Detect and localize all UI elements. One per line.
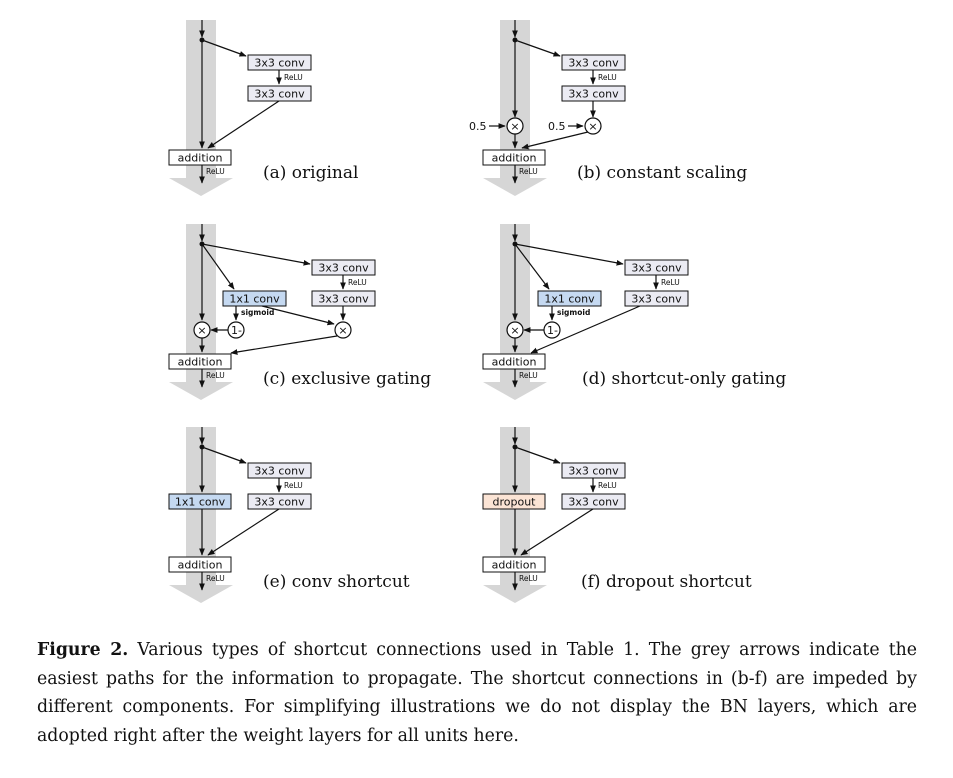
relu-out-label: ReLU: [519, 167, 538, 176]
grey-path-arrowhead: [169, 382, 233, 400]
addition-box: [168, 556, 232, 573]
conv2-label: 3x3 conv: [254, 88, 305, 101]
conv2-box: [561, 493, 626, 510]
relu-out-label: ReLU: [519, 574, 538, 583]
panel-d: 3x3 conv ReLU 3x3 conv 1x1 conv sigmoid …: [482, 224, 786, 400]
times-symbol: ×: [588, 120, 597, 133]
gate-conv-box: [222, 290, 287, 307]
relu-out-label: ReLU: [206, 574, 225, 583]
grey-path-arrowhead: [483, 178, 547, 196]
addition-box: [168, 149, 232, 166]
relu-mid-label: ReLU: [284, 481, 303, 490]
addition-label: addition: [178, 356, 223, 369]
dropout-label: dropout: [493, 496, 537, 509]
gate-conv-label: 1x1 conv: [229, 293, 280, 306]
panel-caption: (d) shortcut-only gating: [582, 369, 786, 389]
panel-a: 3x3 conv ReLU 3x3 conv addition ReLU (a)…: [168, 20, 358, 196]
conv2-box: [624, 290, 689, 307]
addition-label: addition: [178, 559, 223, 572]
conv1-label: 3x3 conv: [254, 465, 305, 478]
panel-caption: (b) constant scaling: [577, 163, 747, 183]
times-symbol: ×: [510, 120, 519, 133]
figure-caption-text: Various types of shortcut connections us…: [37, 640, 917, 746]
relu-mid-label: ReLU: [598, 481, 617, 490]
scale-factor-shortcut: 0.5: [469, 120, 487, 133]
conv2-box: [247, 85, 312, 102]
times-symbol: ×: [338, 324, 347, 337]
figure-caption: Figure 2. Various types of shortcut conn…: [37, 636, 917, 750]
conv2-label: 3x3 conv: [568, 88, 619, 101]
addition-label: addition: [492, 356, 537, 369]
times-symbol: ×: [197, 324, 206, 337]
multiply-node-branch: [584, 117, 602, 135]
grey-path-arrowhead: [483, 585, 547, 603]
relu-mid-label: ReLU: [661, 278, 680, 287]
conv2-label: 3x3 conv: [631, 293, 682, 306]
conv2-box: [247, 493, 312, 510]
conv1-label: 3x3 conv: [631, 262, 682, 275]
one-minus-label: 1-: [231, 324, 242, 337]
addition-box: [482, 149, 546, 166]
grey-path-arrowhead: [169, 585, 233, 603]
addition-label: addition: [492, 559, 537, 572]
panel-caption: (e) conv shortcut: [263, 572, 410, 592]
grey-path-arrowhead: [483, 382, 547, 400]
scale-factor-branch: 0.5: [548, 120, 566, 133]
sigmoid-label: sigmoid: [557, 308, 590, 317]
conv1-label: 3x3 conv: [254, 57, 305, 70]
addition-box: [482, 556, 546, 573]
addition-label: addition: [178, 152, 223, 165]
grey-path-arrowhead: [169, 178, 233, 196]
conv2-label: 3x3 conv: [568, 496, 619, 509]
shortcut-conv-box: [168, 493, 232, 510]
panel-f: 3x3 conv ReLU 3x3 conv dropout addition …: [482, 427, 752, 603]
dropout-box: [482, 493, 546, 510]
addition-label: addition: [492, 152, 537, 165]
panel-caption: (a) original: [263, 163, 358, 183]
panel-caption: (c) exclusive gating: [263, 369, 431, 389]
conv1-label: 3x3 conv: [568, 57, 619, 70]
addition-box: [482, 353, 546, 370]
conv2-label: 3x3 conv: [254, 496, 305, 509]
relu-out-label: ReLU: [519, 371, 538, 380]
shortcut-conv-label: 1x1 conv: [175, 496, 226, 509]
panel-e: 3x3 conv ReLU 3x3 conv 1x1 conv addition…: [168, 427, 410, 603]
shortcut-diagram-figure: 3x3 conv ReLU 3x3 conv addition ReLU (a)…: [168, 20, 786, 603]
conv2-label: 3x3 conv: [318, 293, 369, 306]
relu-mid-label: ReLU: [348, 278, 367, 287]
conv1-label: 3x3 conv: [318, 262, 369, 275]
relu-mid-label: ReLU: [598, 73, 617, 82]
gate-conv-box: [537, 290, 602, 307]
panel-caption: (f) dropout shortcut: [581, 572, 752, 592]
times-symbol: ×: [510, 324, 519, 337]
sigmoid-label: sigmoid: [241, 308, 274, 317]
figure-label: Figure 2.: [37, 640, 129, 660]
panel-b: 3x3 conv ReLU 3x3 conv × × 0.5 0.5 addit…: [469, 20, 747, 196]
gate-conv-label: 1x1 conv: [544, 293, 595, 306]
panel-c: 3x3 conv ReLU 3x3 conv 1x1 conv sigmoid …: [168, 224, 431, 400]
relu-out-label: ReLU: [206, 371, 225, 380]
conv1-label: 3x3 conv: [568, 465, 619, 478]
one-minus-label: 1-: [547, 324, 558, 337]
relu-mid-label: ReLU: [284, 73, 303, 82]
multiply-node-branch: [334, 321, 352, 339]
relu-out-label: ReLU: [206, 167, 225, 176]
addition-box: [168, 353, 232, 370]
